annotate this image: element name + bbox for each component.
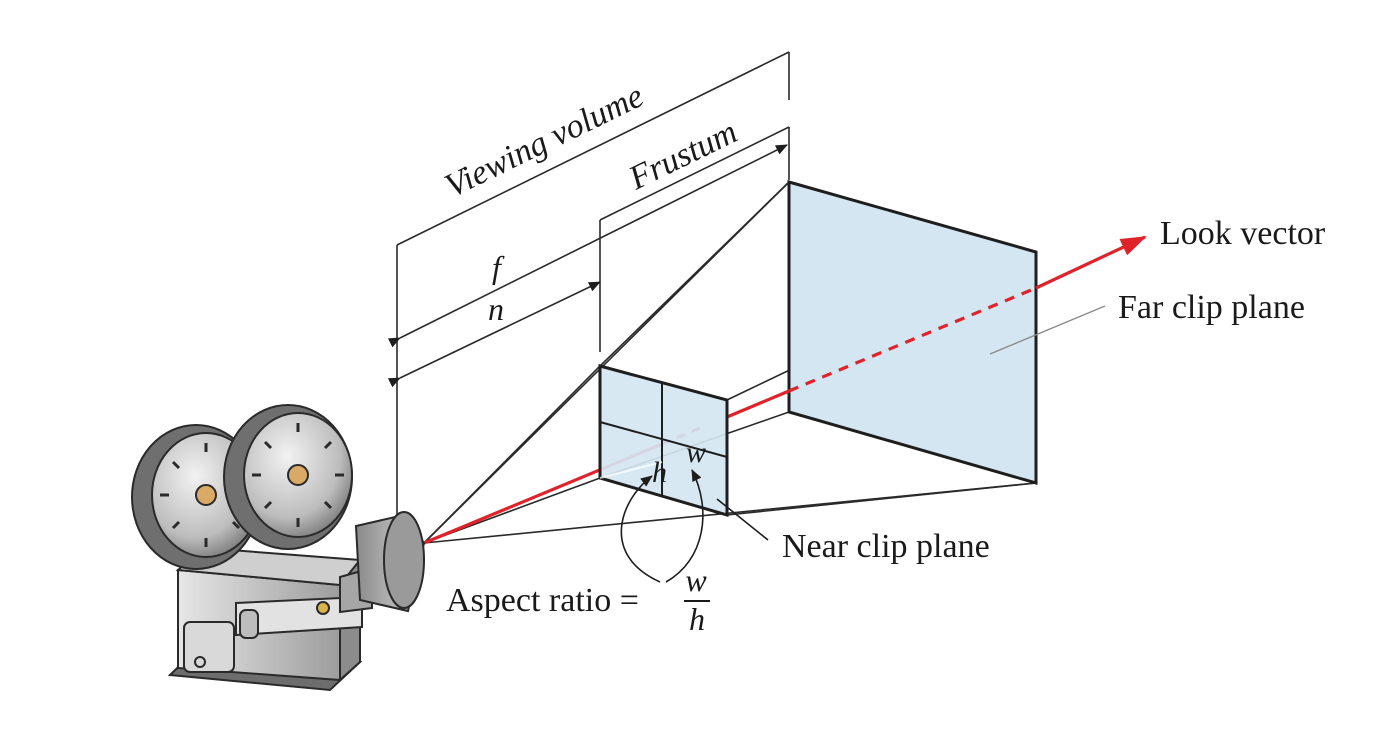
f-label: f [492, 249, 505, 285]
far-clip-plane-label: Far clip plane [1118, 289, 1305, 326]
aspect-ratio-denominator: h [689, 601, 705, 637]
near-plane-leader [716, 498, 769, 541]
viewing-volume-label: Viewing volume [439, 77, 649, 205]
look-vector-label: Look vector [1160, 215, 1326, 252]
n-dimension-arrow [387, 281, 601, 388]
aspect-ratio-arrows [620, 469, 704, 583]
h-plane-label: h [652, 456, 667, 489]
w-plane-label: w [686, 436, 706, 469]
reel-right [223, 404, 353, 550]
movie-camera-icon [131, 404, 426, 692]
aspect-ratio-numerator: w [685, 562, 707, 598]
frustum-label: Frustum [622, 113, 743, 197]
n-label: n [488, 291, 504, 327]
far-clip-plane [787, 180, 1038, 485]
near-clip-plane-label: Near clip plane [782, 528, 990, 565]
aspect-ratio-label: Aspect ratio = [446, 582, 639, 619]
far-plane-leader [989, 305, 1106, 355]
near-clip-plane [598, 364, 729, 517]
